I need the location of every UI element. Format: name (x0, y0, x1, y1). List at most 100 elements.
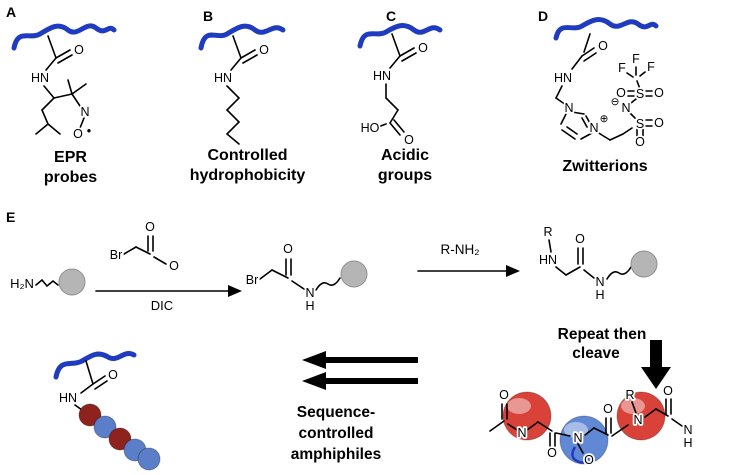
panel-d: D (480, 0, 730, 205)
atom-hn: HN (59, 391, 77, 405)
atom-n4: N (683, 423, 692, 437)
atom-o: O (418, 41, 428, 55)
atom-h: H (305, 299, 314, 313)
reaction-arrow-1-head (228, 285, 242, 297)
atom-o1: O (499, 388, 509, 402)
sequence-beads (78, 403, 161, 471)
atom-o-top: O (145, 220, 155, 234)
atom-f2: F (632, 52, 640, 66)
atom-h: H (595, 288, 604, 302)
plus-charge: ⊕ (600, 113, 609, 125)
side-chain-loop (571, 446, 590, 464)
atom-o-acid: O (404, 133, 414, 146)
polymer-chain (553, 17, 659, 41)
radical-dot: • (87, 124, 91, 138)
atom-s2: S (636, 117, 644, 131)
atom-o: O (108, 368, 118, 382)
atom-n-ring-plus: N (589, 121, 598, 135)
polymer-chain (198, 23, 286, 51)
bonds (35, 35, 87, 135)
atom-o3: O (603, 402, 613, 416)
atom-n: N (305, 286, 314, 300)
atom-o: O (598, 39, 608, 53)
panel-c-caption: Acidic groups (330, 146, 480, 186)
atom-hn: HN (373, 69, 391, 83)
atom-br: Br (246, 273, 259, 287)
atom-r: R (625, 388, 634, 402)
atom-h2n: H₂N (10, 276, 34, 291)
bonds (555, 33, 653, 141)
atom-f3: F (647, 60, 655, 74)
left-arrow-bottom-head (302, 372, 326, 390)
atom-r: R (543, 225, 552, 239)
atom-o-s1b: O (654, 86, 664, 100)
caption-line: groups (377, 167, 433, 184)
atom-o2: O (547, 446, 557, 460)
bonds (225, 35, 258, 145)
panel-d-caption: Zwitterions (480, 157, 730, 177)
repeat-label-line2: cleave (572, 345, 620, 362)
resin-bead (630, 250, 658, 278)
scheme-e: H₂N Br O O DIC Br O N H (8, 218, 694, 471)
resin-bead (340, 260, 368, 288)
atom-n2: N (573, 431, 582, 445)
caption-line: probes (43, 169, 98, 186)
panel-a-structure: O HN N O • (11, 23, 117, 143)
bonds (377, 33, 417, 136)
atom-o: O (259, 43, 269, 57)
polymer-chain (11, 23, 117, 51)
atom-o-s1a: O (616, 86, 626, 100)
polymer-chain (357, 23, 443, 49)
atom-s1: S (636, 87, 644, 101)
polymer-chain (53, 351, 137, 380)
atom-o-side: O (584, 453, 594, 467)
sphere-highlight (564, 422, 588, 438)
panel-b-letter: B (203, 8, 214, 24)
sequence-bead (78, 403, 102, 427)
bonds-amphiphile (74, 360, 108, 411)
down-block-arrow (641, 340, 671, 389)
seq-label-line1: Sequence- (297, 404, 375, 421)
bonds-bromoacetic (123, 235, 167, 265)
panel-b: B O HN Controlled hydrophobicity (165, 0, 330, 205)
seq-label-line2: controlled (299, 425, 374, 442)
atom-o4: O (663, 384, 673, 398)
caption-line: Zwitterions (562, 158, 648, 175)
atom-n: N (80, 105, 89, 119)
atom-h: H (683, 436, 692, 450)
panel-e-letter: E (6, 209, 16, 225)
caption-line: hydrophobicity (189, 167, 306, 184)
atom-n-minus: N (621, 101, 630, 115)
panel-c-letter: C (386, 8, 397, 24)
bonds-adduct (548, 239, 632, 280)
reagent-amine: R-NH₂ (441, 242, 480, 257)
caption-line: EPR (54, 149, 87, 166)
atom-f1: F (618, 61, 626, 75)
atom-hn: HN (539, 253, 557, 267)
atom-o: O (74, 43, 84, 57)
atom-o: O (575, 232, 585, 246)
reagent-dic: DIC (151, 298, 173, 313)
atom-o: O (283, 242, 293, 256)
atom-n3: N (633, 413, 642, 427)
atom-n: N (595, 275, 604, 289)
caption-line: Acidic (380, 147, 429, 164)
bonds-peptoid (489, 398, 683, 454)
atom-o-side: O (169, 259, 179, 273)
sequence-bead (93, 415, 117, 439)
sphere-highlight (507, 398, 531, 414)
atom-ho: HO (361, 121, 380, 135)
repeat-label-line1: Repeat then (558, 326, 647, 343)
sphere-red (616, 391, 666, 441)
atom-hn: HN (31, 71, 49, 85)
caption-line: Controlled (207, 147, 288, 164)
sphere-red (502, 391, 552, 441)
atom-n-ring: N (564, 101, 573, 115)
seq-label-line3: amphiphiles (291, 446, 381, 463)
panel-b-structure: O HN (198, 23, 286, 145)
reaction-arrow-2-head (506, 265, 520, 277)
panel-d-structure: O HN N N ⊕ S O O N ⊖ S O O F F F (552, 17, 666, 151)
atom-hn: HN (554, 71, 572, 85)
atom-br: Br (110, 248, 123, 262)
